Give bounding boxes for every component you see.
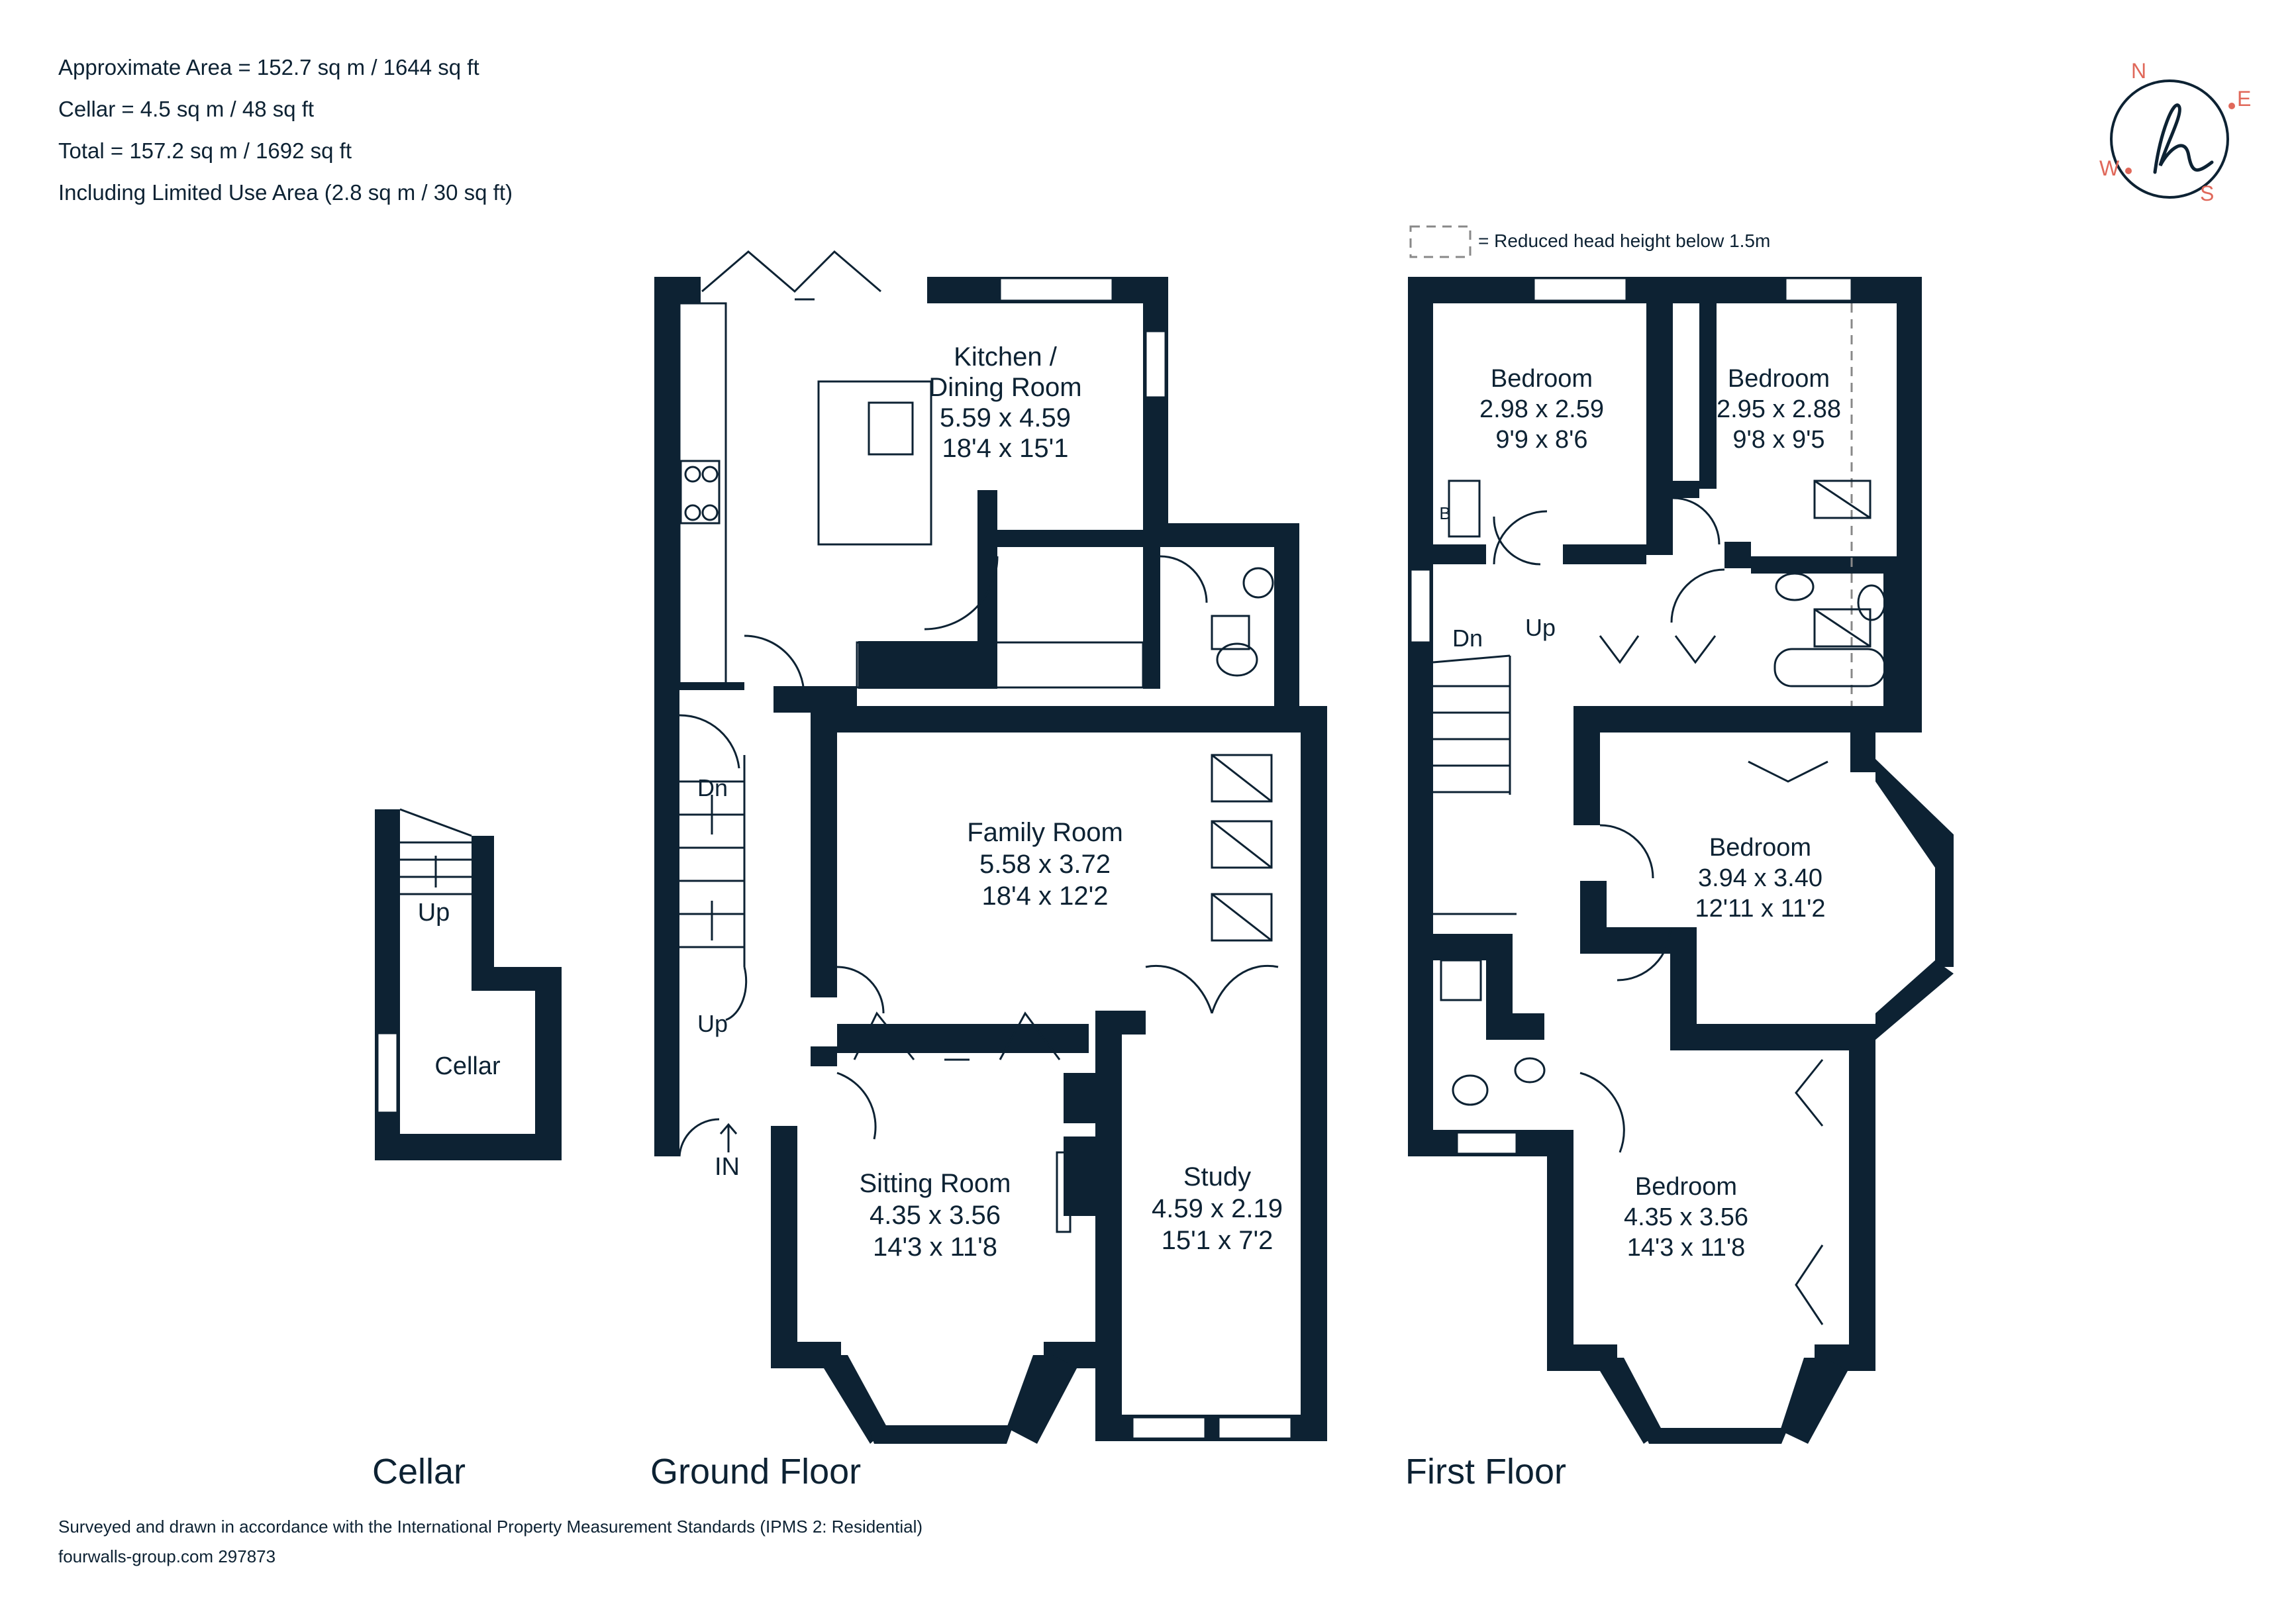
compass-west: W bbox=[2099, 156, 2120, 180]
kitchen-name-1: Kitchen / bbox=[954, 342, 1058, 372]
bedroom1-metric: 2.98 x 2.59 bbox=[1479, 395, 1604, 423]
bedroom4-imperial: 14'3 x 11'8 bbox=[1627, 1234, 1746, 1262]
bedroom3-metric: 3.94 x 3.40 bbox=[1698, 864, 1822, 892]
bedroom2-name: Bedroom bbox=[1728, 365, 1830, 393]
family-room-metric: 5.58 x 3.72 bbox=[979, 850, 1111, 879]
kitchen-imperial: 18'4 x 15'1 bbox=[942, 434, 1069, 463]
ground-up-label: Up bbox=[697, 1010, 728, 1037]
study-metric: 4.59 x 2.19 bbox=[1152, 1194, 1283, 1223]
ground-floor-plan: Kitchen / Dining Room 5.59 x 4.59 18'4 x… bbox=[654, 250, 1327, 1444]
study-imperial: 15'1 x 7'2 bbox=[1162, 1226, 1273, 1255]
cellar-up-label: Up bbox=[418, 899, 450, 927]
ground-floor-title: Ground Floor bbox=[650, 1452, 861, 1491]
sitting-room-name: Sitting Room bbox=[860, 1169, 1011, 1198]
compass-east: E bbox=[2237, 87, 2251, 111]
compass-icon: N E S W bbox=[2099, 59, 2251, 205]
bedroom4-metric: 4.35 x 3.56 bbox=[1624, 1203, 1748, 1231]
reference-note: fourwalls-group.com 297873 bbox=[58, 1546, 276, 1566]
bedroom4-name: Bedroom bbox=[1635, 1173, 1737, 1201]
legend: = Reduced head height below 1.5m bbox=[1409, 225, 1770, 258]
bedroom3-imperial: 12'11 x 11'2 bbox=[1695, 895, 1826, 923]
ground-dn-label: Dn bbox=[697, 774, 728, 801]
compass-south: S bbox=[2200, 181, 2214, 205]
kitchen-name-2: Dining Room bbox=[928, 373, 1081, 402]
family-room-imperial: 18'4 x 12'2 bbox=[982, 882, 1109, 911]
standards-note: Surveyed and drawn in accordance with th… bbox=[58, 1517, 923, 1537]
legend-text: = Reduced head height below 1.5m bbox=[1478, 230, 1770, 251]
kitchen-metric: 5.59 x 4.59 bbox=[940, 403, 1071, 432]
bedroom1-imperial: 9'9 x 8'6 bbox=[1495, 426, 1587, 454]
first-floor-title: First Floor bbox=[1405, 1452, 1566, 1491]
first-floor-plan: Bedroom 2.98 x 2.59 9'9 x 8'6 Bedroom 2.… bbox=[1408, 277, 1954, 1444]
cellar-floor-title: Cellar bbox=[372, 1452, 466, 1491]
entrance-label: IN bbox=[715, 1153, 740, 1181]
compass-north: N bbox=[2131, 59, 2146, 83]
cellar-plan: Up Cellar bbox=[375, 808, 562, 1160]
bedroom1-name: Bedroom bbox=[1491, 365, 1593, 393]
first-up-label: Up bbox=[1525, 614, 1556, 641]
bedroom2-imperial: 9'8 x 9'5 bbox=[1732, 426, 1824, 454]
bedroom3-name: Bedroom bbox=[1709, 834, 1811, 862]
sitting-room-imperial: 14'3 x 11'8 bbox=[873, 1233, 997, 1262]
limited-use-text: Including Limited Use Area (2.8 sq m / 3… bbox=[58, 180, 513, 205]
first-dn-label: Dn bbox=[1452, 625, 1483, 652]
bedroom2-metric: 2.95 x 2.88 bbox=[1717, 395, 1841, 423]
approx-area-text: Approximate Area = 152.7 sq m / 1644 sq … bbox=[58, 55, 479, 79]
cellar-area-text: Cellar = 4.5 sq m / 48 sq ft bbox=[58, 97, 315, 121]
cellar-room-name: Cellar bbox=[434, 1052, 501, 1080]
study-name: Study bbox=[1183, 1162, 1251, 1191]
total-area-text: Total = 157.2 sq m / 1692 sq ft bbox=[58, 138, 352, 163]
family-room-name: Family Room bbox=[967, 818, 1123, 847]
reduced-head-swatch bbox=[1409, 225, 1472, 258]
boiler-label: B bbox=[1439, 503, 1450, 523]
sitting-room-metric: 4.35 x 3.56 bbox=[870, 1201, 1001, 1230]
